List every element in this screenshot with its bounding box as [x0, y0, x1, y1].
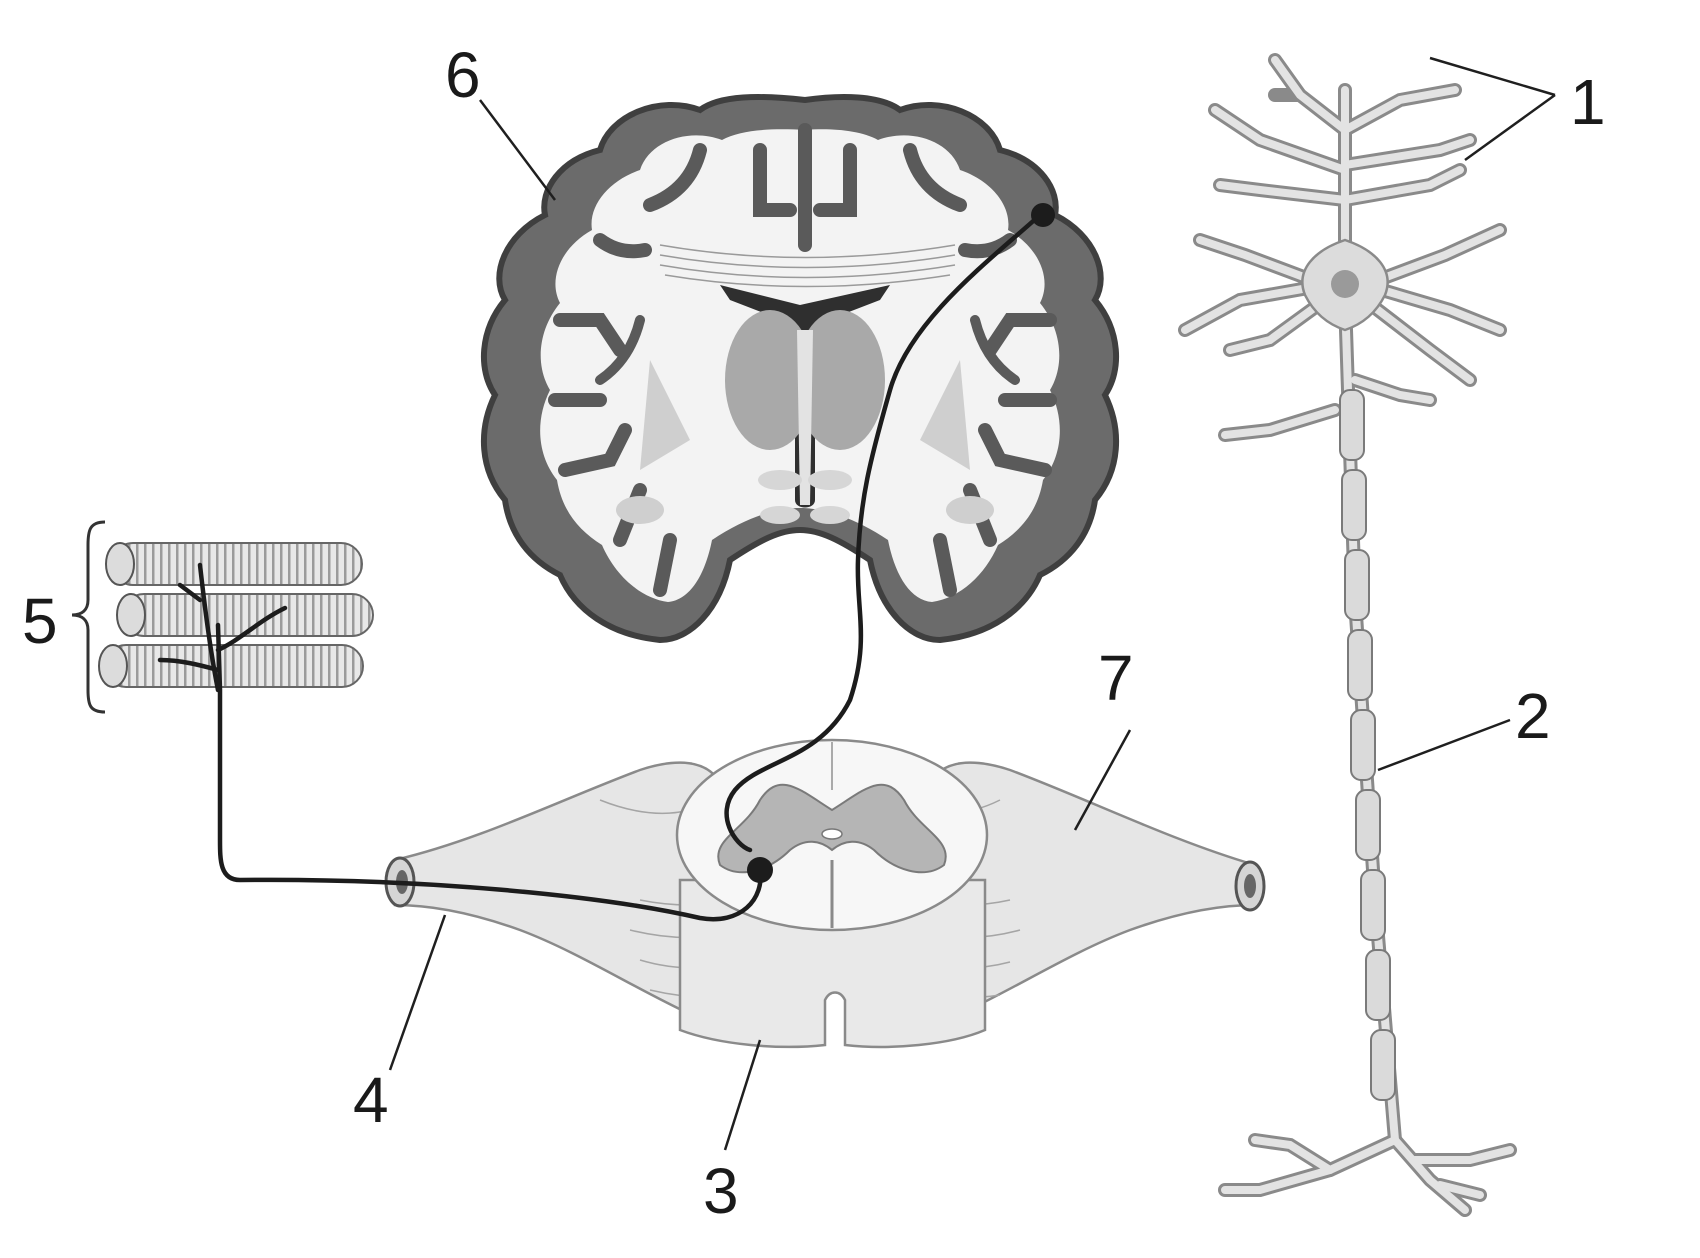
lower-motor-neuron-axon: [215, 622, 763, 922]
spinal-cord-section: [384, 738, 1266, 1049]
basal-ganglia-left: [640, 360, 690, 470]
label-5: 5: [22, 585, 58, 657]
label-4: 4: [353, 1064, 389, 1136]
third-ventricle: [797, 330, 813, 505]
label-2: 2: [1515, 680, 1551, 752]
label-1: 1: [1570, 66, 1606, 138]
leader-lines: [388, 56, 1556, 1151]
upper-motor-neuron-soma: [1031, 203, 1055, 227]
axon-branch-4: [177, 582, 203, 603]
nerve-end-right-inner: [1244, 874, 1256, 898]
nucleus-right: [946, 496, 994, 524]
axon-branch-1: [197, 562, 221, 693]
myelin-sheath: [1339, 389, 1396, 1101]
muscle-fiber-1: [111, 542, 363, 586]
axon-branch-3: [157, 657, 221, 673]
label-3: 3: [703, 1155, 739, 1227]
axon-branch-2: [215, 605, 288, 653]
thalamus-left: [725, 310, 815, 450]
nucleus-mid-left: [758, 470, 802, 490]
nucleus-left: [616, 496, 664, 524]
muscle-fiber-1-end: [105, 542, 135, 586]
muscle-fiber-3-end: [98, 644, 128, 688]
nucleus-low-right: [810, 506, 850, 524]
thalamus-right: [795, 310, 885, 450]
motor-pathway: [157, 212, 1043, 922]
nucleus-low-left: [760, 506, 800, 524]
central-canal: [821, 828, 843, 840]
neuron-nucleus: [1331, 270, 1359, 298]
lower-motor-neuron-soma: [747, 857, 773, 883]
spinal-cord-column: [678, 878, 987, 1049]
label-7: 7: [1098, 642, 1134, 714]
brain-section: [480, 94, 1120, 644]
corpus-callosum: [659, 244, 956, 288]
muscle-fiber-2-end: [116, 593, 146, 637]
muscle-bracket: [71, 520, 106, 714]
basal-ganglia-right: [920, 360, 970, 470]
muscle-fiber-3: [104, 644, 364, 688]
muscle-fibers: [71, 520, 374, 714]
neuron: [1178, 53, 1517, 1217]
label-6: 6: [445, 39, 481, 111]
brain-sulci: [548, 123, 1057, 597]
nucleus-mid-right: [808, 470, 852, 490]
upper-motor-neuron-axon: [724, 212, 1043, 853]
